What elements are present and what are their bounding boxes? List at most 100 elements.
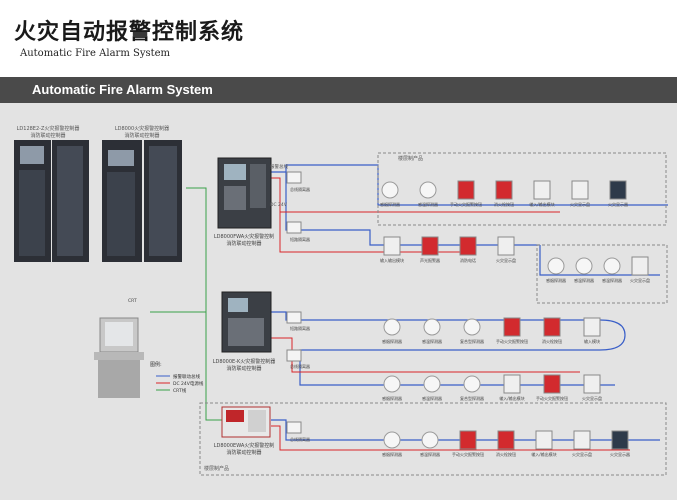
- row3-devices-label-1: 感温探测器: [422, 338, 442, 344]
- row4-devices-label-4: 手动火灾报警按钮: [536, 395, 568, 401]
- legend-item-3: CRT线: [173, 387, 187, 394]
- module-4: [286, 349, 302, 362]
- dc-line-2: [279, 212, 470, 253]
- row5-devices-device-6: [611, 430, 629, 450]
- crt-line: [150, 187, 207, 313]
- sub-devices-label-0: 感烟探测器: [546, 277, 566, 283]
- legend-title: 图例:: [150, 361, 162, 368]
- row3-devices-device-4: [543, 317, 561, 337]
- cabinet-left-label-1: LD128E2-Z火灾报警控制器: [17, 125, 80, 132]
- row2-devices-label-0: 输入输出模块: [380, 257, 404, 263]
- bus-label-alarm: 报警总线: [270, 163, 288, 170]
- module-group: 总线隔离器 短路隔离器 短路隔离器 总线隔离器 总线隔离器: [286, 171, 310, 442]
- legend: 图例: 报警联动总线 DC 24V电源线 CRT线: [150, 361, 204, 394]
- cabinet-right-label-2: 消防联动控制器: [124, 132, 159, 139]
- row5-devices-label-3: 消火栓按钮: [496, 451, 516, 457]
- diagram-stage: LD128E2-Z火灾报警控制器 消防联动控制器 LD8000火灾报警控制器 消…: [0, 103, 677, 500]
- module-1: [286, 171, 302, 184]
- sub-devices-device-0: [547, 257, 565, 275]
- sub-devices-label-3: 火灾显示盘: [630, 277, 650, 283]
- dc-line-4: [271, 425, 630, 451]
- bus-label-dc: DC 24V: [270, 202, 288, 208]
- module-3-label: 短路隔离器: [290, 325, 310, 331]
- row2-devices-device-2: [459, 236, 477, 256]
- row2-devices-label-3: 火灾显示盘: [496, 257, 516, 263]
- legend-item-2: DC 24V电源线: [173, 380, 204, 387]
- row5-devices-device-3: [497, 430, 515, 450]
- sub-devices-device-1: [575, 257, 593, 275]
- panel-1-label-1: LD8000FWA火灾报警控制: [214, 233, 274, 240]
- row3-devices-label-0: 感烟探测器: [382, 338, 402, 344]
- sub-devices-device-3: [631, 256, 649, 276]
- row1-devices-device-6: [609, 180, 627, 200]
- row4-devices-device-4: [543, 374, 561, 394]
- row2-devices-device-1: [421, 236, 439, 256]
- row4-devices-device-0: [383, 375, 401, 393]
- row1-devices-label-0: 感烟探测器: [380, 201, 400, 207]
- module-1-label: 总线隔离器: [290, 186, 310, 192]
- row5-devices-device-5: [573, 430, 591, 450]
- row4-devices-label-2: 复合型探测器: [460, 395, 484, 401]
- cabinet-right-label-1: LD8000火灾报警控制器: [115, 125, 169, 132]
- cabinet-left-label-2: 消防联动控制器: [30, 132, 65, 139]
- row4-devices-device-5: [583, 374, 601, 394]
- panel-3-label-1: LD8000EWA火灾报警控制: [214, 442, 275, 449]
- row1-devices-device-4: [533, 180, 551, 200]
- module-2-label: 短路隔离器: [290, 236, 310, 242]
- row5-devices-device-2: [459, 430, 477, 450]
- row1-devices-label-3: 消火栓按钮: [494, 201, 514, 207]
- row1-devices-device-2: [457, 180, 475, 200]
- row3-devices-label-2: 复合型探测器: [460, 338, 484, 344]
- section-bar: Automatic Fire Alarm System: [0, 77, 677, 103]
- row1-devices-device-5: [571, 180, 589, 200]
- row5-devices-label-0: 感烟探测器: [382, 451, 402, 457]
- row4-devices-device-1: [423, 375, 441, 393]
- row5-devices-label-5: 火灾显示盘: [572, 451, 592, 457]
- row2-devices-label-2: 消防电话: [460, 257, 476, 263]
- panel-2: [221, 291, 272, 353]
- row3-devices-device-2: [463, 318, 481, 336]
- row4-devices-label-5: 火灾显示盘: [582, 395, 602, 401]
- module-4-label: 总线隔离器: [290, 363, 310, 369]
- row1-devices-device-3: [495, 180, 513, 200]
- panel-1: [217, 157, 272, 229]
- panel-3: [221, 406, 271, 438]
- row5-devices-label-2: 手动火灾报警按钮: [452, 451, 484, 457]
- alarm-bus-1: [271, 164, 668, 206]
- alarm-bus-3: [539, 245, 660, 276]
- module-2: [286, 221, 302, 234]
- row3-devices-label-4: 消火栓按钮: [542, 338, 562, 344]
- row5-devices-device-4: [535, 430, 553, 450]
- section-bar-title: Automatic Fire Alarm System: [32, 82, 213, 97]
- page-title: 火灾自动报警控制系统: [14, 20, 245, 45]
- sub-devices-label-2: 感温探测器: [602, 277, 622, 283]
- workstation-label: CRT: [128, 298, 137, 304]
- page-subtitle: Automatic Fire Alarm System: [20, 48, 171, 59]
- system-diagram: LD128E2-Z火灾报警控制器 消防联动控制器 LD8000火灾报警控制器 消…: [14, 125, 668, 476]
- device-rows: 感烟探测器感温探测器手动火灾报警按钮消火栓按钮输入/输出模块火灾显示盘火灾显示器…: [380, 180, 650, 457]
- row5-devices-device-0: [383, 431, 401, 449]
- row5-devices-label-4: 输入/输出模块: [531, 451, 556, 457]
- row4-devices-label-0: 感烟探测器: [382, 395, 402, 401]
- row3-devices-device-5: [583, 317, 601, 337]
- row3-devices-device-0: [383, 318, 401, 336]
- header: 火灾自动报警控制系统 Automatic Fire Alarm System: [0, 0, 677, 76]
- crt-workstation: [94, 317, 144, 398]
- row4-devices-device-2: [463, 375, 481, 393]
- zone-sub: [536, 244, 668, 304]
- legend-item-1: 报警联动总线: [173, 373, 200, 380]
- row5-devices-device-1: [421, 431, 439, 449]
- row1-devices-label-4: 输入/输出模块: [529, 201, 554, 207]
- row1-devices-device-0: [381, 181, 399, 199]
- panel-2-label-1: LD8000E-K火灾报警控制器: [213, 358, 276, 365]
- module-5-label: 总线隔离器: [290, 436, 310, 442]
- sub-devices-device-2: [603, 257, 621, 275]
- panel-2-label-2: 消防联动控制器: [226, 365, 261, 372]
- row1-devices-label-2: 手动火灾报警按钮: [450, 201, 482, 207]
- row2-devices-device-0: [383, 236, 401, 256]
- row4-devices-label-3: 输入/输出模块: [499, 395, 524, 401]
- row5-devices-label-1: 感温探测器: [420, 451, 440, 457]
- dc-line-1: [271, 177, 560, 213]
- row1-devices-device-1: [419, 181, 437, 199]
- panel-3-label-2: 消防联动控制器: [226, 449, 261, 456]
